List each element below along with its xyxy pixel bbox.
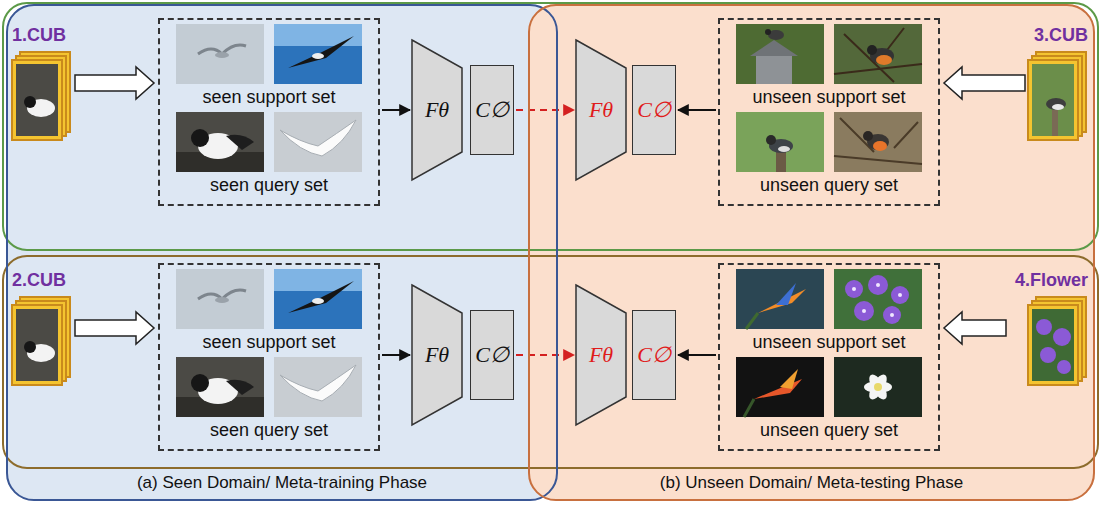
module-label: C∅ xyxy=(475,342,509,368)
stack-photo xyxy=(16,64,58,136)
feature-extractor: Fθ xyxy=(576,285,626,425)
dataset-stack: 4.Flower xyxy=(1010,267,1088,389)
flower-photo xyxy=(834,357,922,417)
dataset-label: 1.CUB xyxy=(12,24,66,46)
set-label: unseen query set xyxy=(720,419,938,441)
episode-set-box: unseen support set unseen query set xyxy=(718,18,940,206)
bird-photo xyxy=(736,24,824,84)
bird-photo xyxy=(176,24,264,84)
bird-photo xyxy=(274,269,362,329)
image-stack xyxy=(1028,52,1086,140)
bird-photo xyxy=(274,357,362,417)
image-stack xyxy=(1028,297,1086,385)
module-label: C∅ xyxy=(475,97,509,123)
panel-caption: (b) Unseen Domain/ Meta-testing Phase xyxy=(660,472,963,494)
row-outline xyxy=(3,3,1098,250)
classifier-box: C∅ xyxy=(470,310,514,400)
feature-extractor: Fθ xyxy=(576,40,626,180)
feature-extractor: Fθ xyxy=(412,285,462,425)
panel-caption: (a) Seen Domain/ Meta-training Phase xyxy=(137,472,427,494)
classifier-box: C∅ xyxy=(632,310,676,400)
module-label: Fθ xyxy=(589,342,613,368)
set-label: seen query set xyxy=(160,174,378,196)
set-label: seen query set xyxy=(160,419,378,441)
dataset-label: 3.CUB xyxy=(1034,24,1088,46)
bird-photo xyxy=(274,112,362,172)
trapezoid-outline xyxy=(412,285,462,425)
hollow-arrow xyxy=(944,67,1025,99)
hollow-arrow xyxy=(944,312,1006,344)
dataset-label: 4.Flower xyxy=(1015,269,1088,291)
dataset-stack: 3.CUB xyxy=(1029,22,1088,144)
flower-photo xyxy=(834,269,922,329)
row-outline xyxy=(3,256,1098,468)
bird-photo xyxy=(834,112,922,172)
dataset-label: 2.CUB xyxy=(12,269,66,291)
flow-arrow xyxy=(678,109,716,111)
hollow-arrow xyxy=(75,312,154,344)
stack-photo xyxy=(16,309,58,381)
set-label: unseen support set xyxy=(720,86,938,108)
episode-set-box: seen support set seen query set xyxy=(158,18,380,206)
image-stack xyxy=(12,52,70,140)
set-label: seen support set xyxy=(160,86,378,108)
module-label: C∅ xyxy=(637,342,671,368)
flow-arrow xyxy=(382,109,410,111)
dataset-stack: 1.CUB xyxy=(12,22,71,144)
stack-photo xyxy=(1032,309,1074,381)
module-label: Fθ xyxy=(425,97,449,123)
module-label: Fθ xyxy=(589,97,613,123)
bird-photo xyxy=(736,112,824,172)
image-stack xyxy=(12,297,70,385)
flower-photo xyxy=(736,357,824,417)
flow-arrow xyxy=(382,354,410,356)
bird-photo xyxy=(834,24,922,84)
bird-photo xyxy=(176,269,264,329)
module-label: C∅ xyxy=(637,97,671,123)
episode-set-box: seen support set seen query set xyxy=(158,263,380,451)
stack-photo xyxy=(1032,64,1074,136)
flower-photo xyxy=(736,269,824,329)
bird-photo xyxy=(176,357,264,417)
transfer-arrow xyxy=(516,109,574,111)
dataset-stack: 2.CUB xyxy=(12,267,71,389)
domain-panel: (b) Unseen Domain/ Meta-testing PhaseFθC… xyxy=(528,4,1095,501)
episode-set-box: unseen support set unseen query set xyxy=(718,263,940,451)
feature-extractor: Fθ xyxy=(412,40,462,180)
set-label: unseen query set xyxy=(720,174,938,196)
hollow-arrow xyxy=(75,67,154,99)
flow-arrow xyxy=(678,354,716,356)
set-label: seen support set xyxy=(160,331,378,353)
classifier-box: C∅ xyxy=(632,65,676,155)
domain-panel: (a) Seen Domain/ Meta-training Phase 1.CU… xyxy=(6,4,558,501)
module-label: Fθ xyxy=(425,342,449,368)
trapezoid-outline xyxy=(576,285,626,425)
trapezoid-outline xyxy=(412,40,462,180)
set-label: unseen support set xyxy=(720,331,938,353)
unseen-domain-ground xyxy=(528,4,1095,501)
seen-domain-ground xyxy=(6,4,558,501)
bird-photo xyxy=(176,112,264,172)
classifier-box: C∅ xyxy=(470,65,514,155)
trapezoid-outline xyxy=(576,40,626,180)
transfer-arrow xyxy=(516,354,574,356)
bird-photo xyxy=(274,24,362,84)
